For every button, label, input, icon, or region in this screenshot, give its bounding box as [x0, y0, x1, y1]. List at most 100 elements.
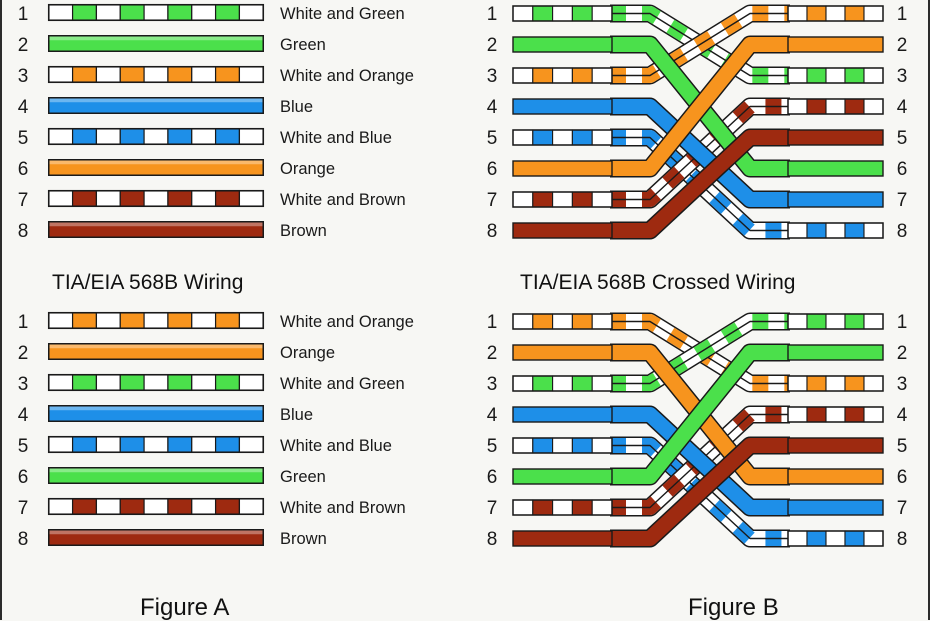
pin-number-right: 6	[896, 467, 908, 488]
pin-number: 1	[17, 312, 29, 333]
wire-bar-blue-solid	[48, 405, 264, 422]
pin-number-left: 7	[486, 190, 498, 211]
wire-color-label: Brown	[280, 530, 327, 548]
pin-number: 3	[17, 66, 29, 87]
pin-number-left: 3	[486, 66, 498, 87]
pin-number-right: 3	[896, 66, 908, 87]
wire-bar-orange-striped	[47, 65, 265, 84]
pin-number: 5	[17, 436, 29, 457]
wire-bar-brown-solid	[48, 221, 264, 238]
left-wire-stub-green-solid	[512, 468, 613, 485]
pin-number: 8	[17, 221, 29, 242]
left-wire-stub-orange-solid	[512, 344, 613, 361]
wire-color-label: Blue	[280, 98, 314, 116]
left-wire-stub-blue-striped	[512, 437, 613, 454]
wire-color-label: White and Brown	[280, 191, 406, 209]
pin-number: 1	[17, 4, 29, 25]
pin-number-right: 7	[896, 190, 908, 211]
wire-bar-green-striped	[47, 373, 265, 392]
pin-number-left: 8	[486, 221, 498, 242]
left-wire-stub-green-striped	[512, 5, 613, 22]
left-wire-stub-brown-striped	[512, 191, 613, 208]
wire-color-label: White and Blue	[280, 129, 392, 147]
crossover-wire-graphic	[512, 4, 884, 240]
wire-bar-blue-striped	[47, 127, 265, 146]
pin-number: 6	[17, 467, 29, 488]
right-border-rule	[928, 0, 930, 620]
pin-number-right: 7	[896, 498, 908, 519]
right-wire-stub-brown-solid	[787, 129, 884, 146]
right-wire-stub-blue-striped	[787, 222, 884, 239]
wire-color-label: Orange	[280, 344, 336, 362]
wire-bar-orange-solid	[48, 159, 264, 176]
wire-color-label: White and Orange	[280, 313, 414, 331]
left-wire-stub-brown-solid	[512, 222, 613, 239]
left-wire-stub-blue-solid	[512, 98, 613, 115]
pin-number-left: 1	[486, 312, 498, 333]
wire-color-label: White and Green	[280, 375, 405, 393]
pin-number-left: 5	[486, 436, 498, 457]
pin-number: 5	[17, 128, 29, 149]
wire-bar-blue-striped	[47, 435, 265, 454]
left-wire-stub-green-striped	[512, 375, 613, 392]
pin-number-left: 3	[486, 374, 498, 395]
wire-bar-orange-solid	[48, 343, 264, 360]
crossover-wire-graphic	[512, 312, 884, 548]
pin-number-left: 6	[486, 159, 498, 180]
pin-number-left: 4	[486, 97, 498, 118]
wire-bar-green-solid	[48, 35, 264, 52]
left-wire-stub-green-solid	[512, 36, 613, 53]
pin-number: 8	[17, 529, 29, 550]
pin-number-left: 2	[486, 35, 498, 56]
pin-number-right: 5	[896, 128, 908, 149]
left-wire-stub-brown-solid	[512, 530, 613, 547]
right-wire-stub-orange-striped	[787, 5, 884, 22]
wire-color-label: Orange	[280, 160, 336, 178]
wire-color-label: White and Blue	[280, 437, 392, 455]
right-wire-stub-orange-solid	[787, 468, 884, 485]
pin-number: 7	[17, 190, 29, 211]
pin-number-left: 6	[486, 467, 498, 488]
right-wire-stub-brown-striped	[787, 406, 884, 423]
right-wire-stub-blue-striped	[787, 530, 884, 547]
pin-number-left: 5	[486, 128, 498, 149]
pin-number: 4	[17, 405, 29, 426]
wire-color-label: White and Brown	[280, 499, 406, 517]
pin-number: 6	[17, 159, 29, 180]
left-wire-stub-blue-solid	[512, 406, 613, 423]
pin-number-left: 4	[486, 405, 498, 426]
left-wire-stub-orange-striped	[512, 67, 613, 84]
pin-number-left: 2	[486, 343, 498, 364]
pin-number: 4	[17, 97, 29, 118]
wire-bar-green-striped	[47, 3, 265, 22]
wire-color-label: Blue	[280, 406, 314, 424]
left-wire-stub-blue-striped	[512, 129, 613, 146]
pin-number-left: 8	[486, 529, 498, 550]
pin-number-right: 4	[896, 97, 908, 118]
wire-color-label: White and Orange	[280, 67, 414, 85]
left-wire-stub-orange-solid	[512, 160, 613, 177]
pin-number: 7	[17, 498, 29, 519]
pin-number-right: 2	[896, 35, 908, 56]
section-title-568b-wiring: TIA/EIA 568B Wiring	[52, 271, 244, 294]
wire-bar-brown-striped	[47, 189, 265, 208]
right-wire-stub-blue-solid	[787, 191, 884, 208]
pin-number-right: 4	[896, 405, 908, 426]
right-wire-stub-green-striped	[787, 67, 884, 84]
section-title-568b-crossed-wiring: TIA/EIA 568B Crossed Wiring	[520, 271, 796, 294]
right-wire-stub-green-solid	[787, 160, 884, 177]
right-wire-stub-blue-solid	[787, 499, 884, 516]
right-wire-stub-green-striped	[787, 313, 884, 330]
wire-bar-orange-striped	[47, 311, 265, 330]
pin-number-right: 1	[896, 312, 908, 333]
wire-color-label: Green	[280, 36, 326, 54]
figure-caption-a: Figure A	[140, 594, 230, 621]
figure-caption-b: Figure B	[688, 594, 779, 621]
pin-number: 3	[17, 374, 29, 395]
right-wire-stub-orange-solid	[787, 36, 884, 53]
left-wire-stub-brown-striped	[512, 499, 613, 516]
wire-color-label: White and Green	[280, 5, 405, 23]
